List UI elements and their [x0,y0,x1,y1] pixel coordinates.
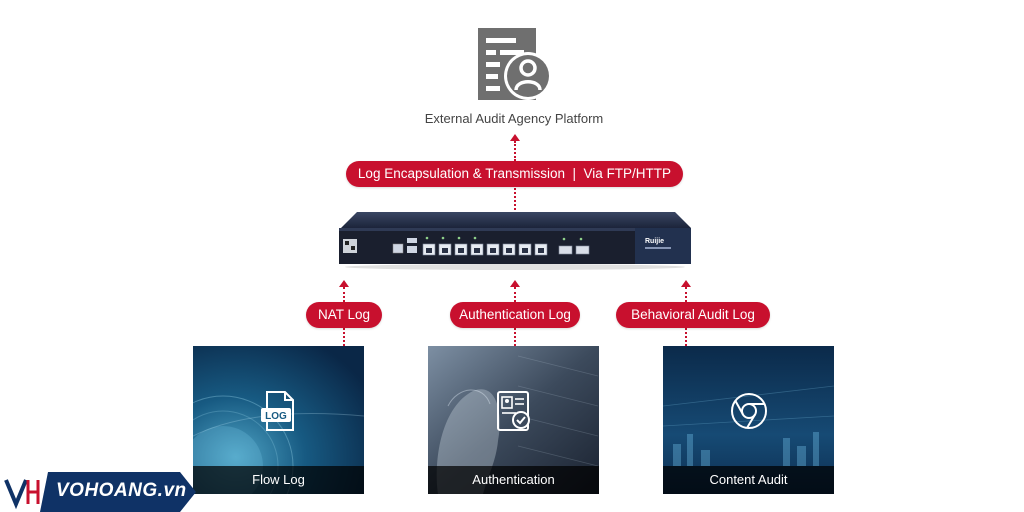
nat-log-pill: NAT Log [306,302,382,328]
flow-log-caption: Flow Log [193,466,364,494]
log-file-icon: LOG [261,391,294,431]
connector-platform [514,141,516,161]
behavioral-audit-log-pill: Behavioral Audit Log [616,302,770,328]
arrowhead-auth [510,280,520,287]
connector-behavior-lower [685,328,687,346]
transmission-pill: Log Encapsulation & Transmission | Via F… [346,161,683,187]
arrowhead-behavior [681,280,691,287]
platform-label: External Audit Agency Platform [424,111,604,126]
authentication-caption: Authentication [428,466,599,494]
vohoang-brand-badge: VOHOANG.vn [0,472,196,512]
connector-device-top [514,188,516,210]
brand-badge-shape [0,472,196,512]
content-audit-caption: Content Audit [663,466,834,494]
device-brand-label: Ruijie [645,238,664,245]
connector-auth-upper [514,287,516,302]
authentication-log-pill: Authentication Log [450,302,580,328]
gateway-device: Ruijie [339,212,691,270]
connector-nat-upper [343,287,345,302]
arrowhead-platform [510,134,520,141]
authentication-tile: Authentication [428,346,599,494]
flow-log-tile: LOG Flow Log [193,346,364,494]
audit-platform-icon [478,28,552,100]
browser-circle-icon [731,393,767,429]
id-card-check-icon [497,391,530,431]
connector-behavior-upper [685,287,687,302]
content-audit-tile: Content Audit [663,346,834,494]
brand-text: VOHOANG.vn [56,480,187,501]
connector-nat-lower [343,328,345,346]
log-file-icon-text: LOG [265,411,287,422]
connector-auth-lower [514,328,516,346]
arrowhead-nat [339,280,349,287]
